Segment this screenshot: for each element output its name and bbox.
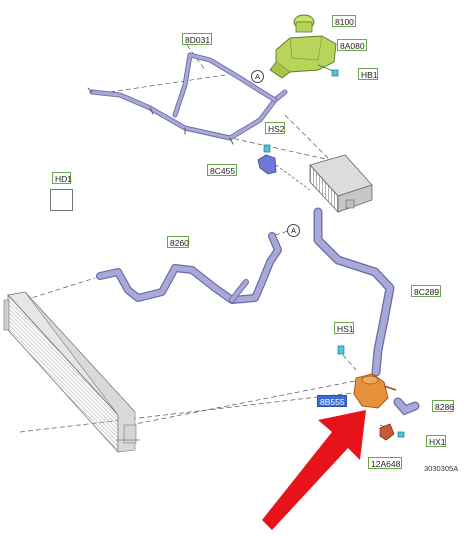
heat-exchanger xyxy=(309,154,373,214)
hose-8d031 xyxy=(87,52,288,145)
hose-8c289 xyxy=(313,207,395,377)
coolant-pump xyxy=(353,373,397,409)
hd1-part-box xyxy=(50,189,73,211)
callout-hs1: HS1 xyxy=(334,322,354,334)
bracket-8c455 xyxy=(257,144,311,191)
callout-8b555: 8B555 xyxy=(317,395,347,407)
valve-12a648 xyxy=(379,423,405,441)
circle-ref-a-top: A xyxy=(251,70,264,83)
callout-8c289: 8C289 xyxy=(411,285,441,297)
callout-8260: 8260 xyxy=(167,236,189,248)
clip-hs1 xyxy=(337,345,345,355)
radiator xyxy=(3,291,140,454)
clip-hb1 xyxy=(317,64,339,77)
coolant-reservoir xyxy=(269,14,337,79)
callout-12a648: 12A648 xyxy=(368,457,402,469)
callout-8a080: 8A080 xyxy=(337,39,367,51)
callout-hx1: HX1 xyxy=(426,435,446,447)
callout-8d031: 8D031 xyxy=(182,33,212,45)
callout-hd1: HD1 xyxy=(52,172,72,184)
hose-8260 xyxy=(96,232,282,304)
circle-ref-a-bottom: A xyxy=(287,224,300,237)
hose-8286 xyxy=(393,397,420,416)
red-pointer-arrow xyxy=(262,410,366,530)
callout-hs2: HS2 xyxy=(265,122,285,134)
callout-8286: 8286 xyxy=(432,400,454,412)
callout-hb1: HB1 xyxy=(358,68,378,80)
callout-8100: 8100 xyxy=(332,15,356,27)
leader-lines xyxy=(19,44,393,433)
callout-8c455: 8C455 xyxy=(207,164,237,176)
figure-reference-code: 3030305A xyxy=(424,464,459,473)
